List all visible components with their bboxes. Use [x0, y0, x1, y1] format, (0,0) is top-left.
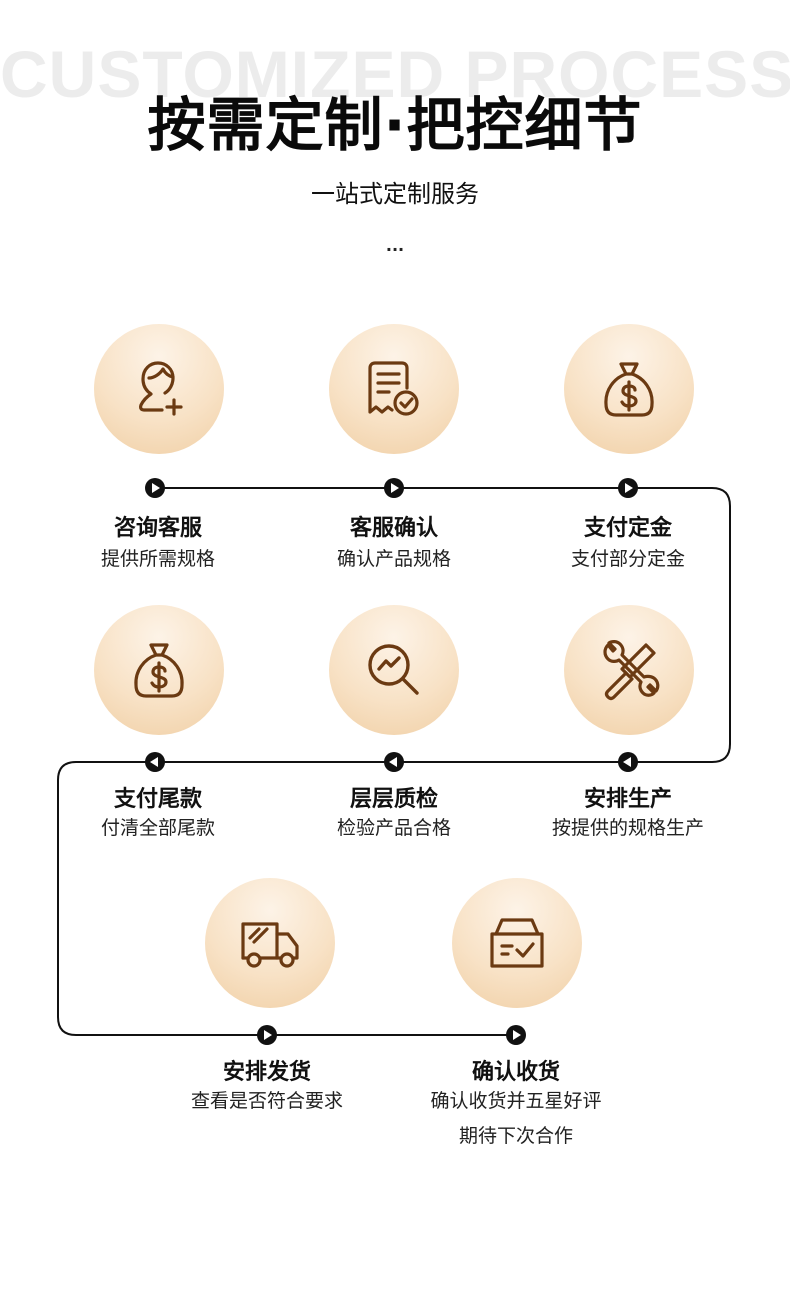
step-1-title: 咨询客服 [113, 516, 202, 541]
document-check-icon [368, 361, 419, 416]
page-subtitle: 一站式定制服务 [311, 180, 479, 208]
step-2-title: 客服确认 [349, 516, 438, 541]
step-2-play-marker [384, 478, 404, 498]
play-left-icon [623, 757, 631, 767]
step-3-play-marker [618, 478, 638, 498]
step-6-desc: 按提供的规格生产 [551, 817, 704, 839]
step-2-desc: 确认产品规格 [336, 548, 451, 570]
magnifier-chart-icon [368, 644, 419, 695]
money-bag-icon [604, 362, 654, 417]
step-8-desc: 确认收货并五星好评 [430, 1090, 602, 1112]
step-4-title: 支付尾款 [113, 787, 202, 812]
play-right-icon [264, 1030, 272, 1040]
step-6-play-marker [618, 752, 638, 772]
step-5-title: 层层质检 [349, 787, 438, 812]
wrench-screwdriver-icon [603, 640, 660, 701]
step-4-icon-circle [94, 605, 224, 735]
step-7-play-marker [257, 1025, 277, 1045]
page-title: 按需定制·把控细节 [147, 91, 643, 159]
step-1-desc: 提供所需规格 [100, 548, 215, 570]
step-6-title: 安排生产 [583, 787, 672, 812]
step-1-play-marker [145, 478, 165, 498]
step-7-desc: 查看是否符合要求 [190, 1090, 343, 1112]
money-bag-icon [134, 643, 184, 698]
step-5-play-marker [384, 752, 404, 772]
step-5-icon-circle [329, 605, 459, 735]
delivery-truck-icon [241, 922, 299, 968]
step-6-icon-circle [564, 605, 694, 735]
step-5-desc: 检验产品合格 [336, 817, 451, 839]
step-7-title: 安排发货 [222, 1060, 311, 1085]
play-right-icon [625, 483, 633, 493]
step-8-desc-line-2: 期待下次合作 [458, 1125, 573, 1147]
play-left-icon [389, 757, 397, 767]
step-8-title: 确认收货 [471, 1060, 560, 1085]
play-left-icon [150, 757, 158, 767]
step-7-icon-circle [205, 878, 335, 1008]
ellipsis-divider: ... [385, 236, 405, 255]
step-8-play-marker [506, 1025, 526, 1045]
step-2-icon-circle [329, 324, 459, 454]
step-3-icon-circle [564, 324, 694, 454]
step-4-desc: 付清全部尾款 [100, 817, 215, 839]
step-1-icon-circle [94, 324, 224, 454]
play-right-icon [513, 1030, 521, 1040]
background-watermark-text: CUSTOMIZED PROCESS [0, 37, 790, 111]
step-8-icon-circle [452, 878, 582, 1008]
play-right-icon [152, 483, 160, 493]
customer-service-icon [139, 361, 183, 416]
step-4-play-marker [145, 752, 165, 772]
step-3-desc: 支付部分定金 [570, 548, 685, 570]
step-3-title: 支付定金 [583, 516, 672, 541]
package-box-icon [490, 918, 544, 968]
play-right-icon [391, 483, 399, 493]
